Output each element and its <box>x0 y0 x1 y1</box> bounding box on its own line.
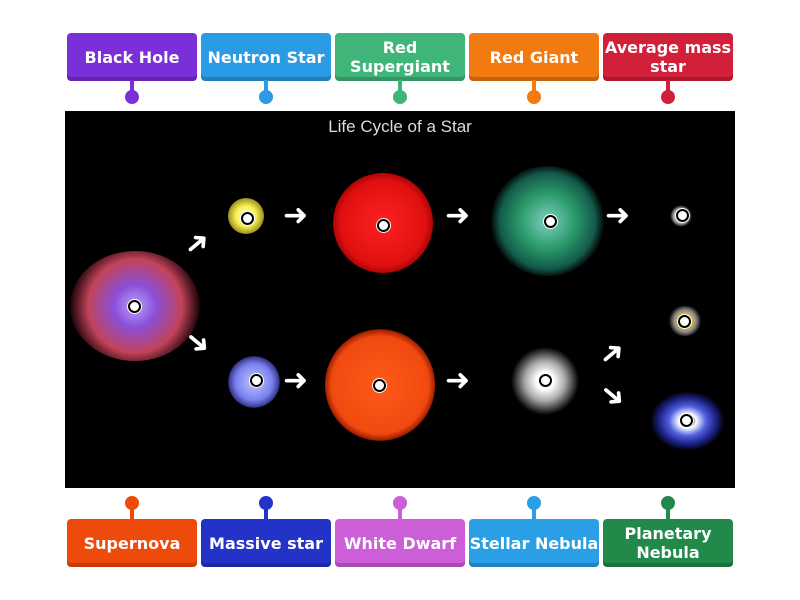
drop-target-marker[interactable] <box>373 379 386 392</box>
arrow-icon: ➜ <box>283 198 309 233</box>
label-connector <box>666 507 670 519</box>
drop-target-marker[interactable] <box>544 215 557 228</box>
top-label-red-giant[interactable]: Red Giant <box>469 33 599 81</box>
label-connector <box>398 507 402 519</box>
arrow-icon: ➜ <box>605 198 631 233</box>
arrow-icon: ➜ <box>592 374 634 418</box>
label-pin[interactable] <box>393 496 407 510</box>
label-connector <box>666 80 670 92</box>
bottom-label-massive-star[interactable]: Massive star <box>201 519 331 567</box>
label-connector <box>264 507 268 519</box>
drop-target-marker[interactable] <box>676 209 689 222</box>
label-connector <box>532 80 536 92</box>
label-connector <box>264 80 268 92</box>
top-label-neutron-star[interactable]: Neutron Star <box>201 33 331 81</box>
drop-target-marker[interactable] <box>680 414 693 427</box>
label-pin[interactable] <box>259 90 273 104</box>
label-connector <box>130 80 134 92</box>
arrow-icon: ➜ <box>283 363 309 398</box>
label-connector <box>398 80 402 92</box>
drop-target-marker[interactable] <box>377 219 390 232</box>
arrow-icon: ➜ <box>176 222 219 266</box>
label-connector <box>532 507 536 519</box>
top-label-black-hole[interactable]: Black Hole <box>67 33 197 81</box>
label-pin[interactable] <box>527 496 541 510</box>
arrow-icon: ➜ <box>445 363 471 398</box>
top-label-red-supergiant[interactable]: Red Supergiant <box>335 33 465 81</box>
drop-target-marker[interactable] <box>539 374 552 387</box>
drop-target-marker[interactable] <box>678 315 691 328</box>
arrow-icon: ➜ <box>591 332 634 376</box>
bottom-label-supernova[interactable]: Supernova <box>67 519 197 567</box>
diagram-title: Life Cycle of a Star <box>328 117 472 136</box>
label-connector <box>130 507 134 519</box>
label-pin[interactable] <box>125 496 139 510</box>
bottom-label-planetary-nebula[interactable]: Planetary Nebula <box>603 519 733 567</box>
life-cycle-diagram: Life Cycle of a Star ➜ ➜ ➜ ➜ ➜ ➜ ➜ ➜ ➜ <box>65 111 735 488</box>
top-label-average-mass-star[interactable]: Average mass star <box>603 33 733 81</box>
label-pin[interactable] <box>661 90 675 104</box>
label-pin[interactable] <box>527 90 541 104</box>
drop-target-marker[interactable] <box>128 300 141 313</box>
bottom-label-stellar-nebula[interactable]: Stellar Nebula <box>469 519 599 567</box>
label-pin[interactable] <box>125 90 139 104</box>
label-pin[interactable] <box>393 90 407 104</box>
bottom-label-white-dwarf[interactable]: White Dwarf <box>335 519 465 567</box>
drop-target-marker[interactable] <box>241 212 254 225</box>
label-pin[interactable] <box>661 496 675 510</box>
label-pin[interactable] <box>259 496 273 510</box>
drop-target-marker[interactable] <box>250 374 263 387</box>
arrow-icon: ➜ <box>445 198 471 233</box>
